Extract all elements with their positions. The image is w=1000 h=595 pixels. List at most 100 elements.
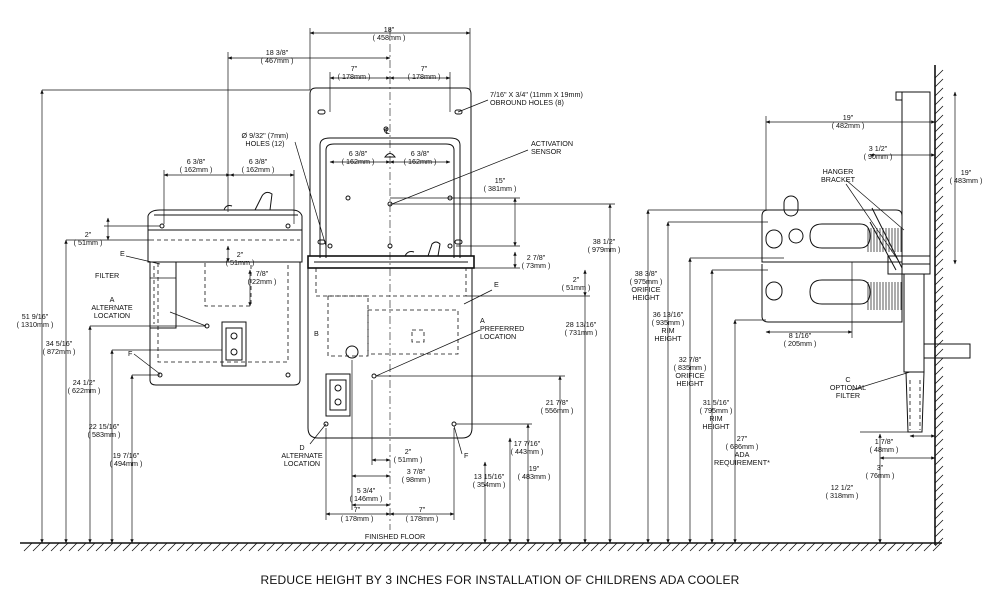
rim-1-c: RIM [661, 326, 674, 335]
activation-label-2: SENSOR [531, 147, 561, 156]
dim-19-l-mm: ( 494mm ) [110, 459, 143, 468]
obround-label-2: OBROUND HOLES (8) [490, 98, 564, 107]
orifice-1-c: ORIFICE [631, 285, 660, 294]
dim-3-12-mm: ( 90mm ) [864, 152, 893, 161]
alt-loc-a-2: ALTERNATE [91, 303, 132, 312]
pref-loc-3: LOCATION [480, 332, 516, 341]
finished-floor: FINISHED FLOOR [20, 532, 942, 552]
alt-loc-d-1: D [299, 443, 304, 452]
dim-7-tl-mm: ( 178mm ) [338, 72, 371, 81]
center-cooler-front: ℄ [307, 28, 475, 530]
right-cooler-side [761, 91, 971, 433]
dim-22: 22 15/16" [89, 422, 120, 431]
dim-1-78-mm: ( 48mm ) [870, 445, 899, 454]
holes-label-2: HOLES (12) [245, 139, 284, 148]
side-wall [934, 65, 944, 547]
rim-1-a: 36 13/16" [653, 310, 684, 319]
dim-21-78: 21 7/8" [546, 398, 569, 407]
dim-18-38-mm: ( 467mm ) [261, 56, 294, 65]
holes-label-1: Ø 9/32" (7mm) [242, 131, 289, 140]
dim-34-mm: ( 872mm ) [43, 347, 76, 356]
dim-19-wall: 19" [961, 168, 972, 177]
dim-19-side-mm: ( 482mm ) [832, 121, 865, 130]
rim-2-b: ( 795mm ) [700, 406, 733, 415]
dim-38-12: 38 1/2" [593, 237, 616, 246]
letter-f-right: F [464, 451, 469, 460]
dim-17-716-mm: ( 443mm ) [511, 447, 544, 456]
dim-22-mm: ( 583mm ) [88, 430, 121, 439]
letter-f-left: F [128, 349, 133, 358]
dim-19-side: 19" [843, 113, 854, 122]
orifice-2-a: 32 7/8" [679, 355, 702, 364]
letter-b: B [314, 329, 319, 338]
dim-7-tr: 7" [421, 64, 428, 73]
dim-18: 18" [384, 25, 395, 34]
rim-2-a: 31 5/16" [703, 398, 730, 407]
dim-2-r: 2" [573, 275, 580, 284]
dim-78: 7/8" [256, 269, 269, 278]
dim-638-a: 6 3/8" [187, 157, 206, 166]
dim-638-a-mm: ( 162mm ) [180, 165, 213, 174]
dim-2-m: 2" [237, 250, 244, 259]
dim-638-d: 6 3/8" [411, 149, 430, 158]
rim-1-d: HEIGHT [654, 334, 682, 343]
dim-3-78-mm: ( 98mm ) [402, 475, 431, 484]
alt-loc-a-1: A [110, 295, 115, 304]
dim-2-l-mm: ( 51mm ) [74, 238, 103, 247]
dim-15-mm: ( 381mm ) [484, 184, 517, 193]
dim-2-b: 2" [405, 447, 412, 456]
ada-c: ADA [735, 450, 750, 459]
dim-12-12-mm: ( 318mm ) [826, 491, 859, 500]
dim-7-tr-mm: ( 178mm ) [408, 72, 441, 81]
dim-3-s-mm: ( 76mm ) [866, 471, 895, 480]
dim-3-s: 3" [877, 463, 884, 472]
dim-28-1316: 28 13/16" [566, 320, 597, 329]
orifice-1-d: HEIGHT [632, 293, 660, 302]
filter-label: FILTER [95, 271, 119, 280]
dim-18-38: 18 3/8" [266, 48, 289, 57]
alt-loc-d-2: ALTERNATE [281, 451, 322, 460]
dim-34: 34 5/16" [46, 339, 73, 348]
dim-19-b-mm: ( 483mm ) [518, 472, 551, 481]
dim-638-b: 6 3/8" [249, 157, 268, 166]
dim-5-34: 5 3/4" [357, 486, 376, 495]
pref-loc-2: PREFERRED [480, 324, 524, 333]
opt-filter-1: C [845, 375, 850, 384]
centerline-symbol: ℄ [383, 127, 390, 136]
opt-filter-3: FILTER [836, 391, 860, 400]
ada-b: ( 686mm ) [726, 442, 759, 451]
activation-label-1: ACTIVATION [531, 139, 573, 148]
dim-19-l: 19 7/16" [113, 451, 140, 460]
rim-1-b: ( 935mm ) [652, 318, 685, 327]
rim-2-d: HEIGHT [702, 422, 730, 431]
dim-278-mm: ( 73mm ) [522, 261, 551, 270]
dim-13-1516-mm: ( 354mm ) [473, 480, 506, 489]
dim-638-b-mm: ( 162mm ) [242, 165, 275, 174]
orifice-2-c: ORIFICE [675, 371, 704, 380]
dim-638-d-mm: ( 162mm ) [404, 157, 437, 166]
dim-638-c: 6 3/8" [349, 149, 368, 158]
ada-a: 27" [737, 434, 748, 443]
hanger-label-2: BRACKET [821, 175, 856, 184]
dim-17-716: 17 7/16" [514, 439, 541, 448]
pref-loc-1: A [480, 316, 485, 325]
dim-38-12-mm: ( 979mm ) [588, 245, 621, 254]
letter-e-left: E [120, 249, 125, 258]
dim-2-b-mm: ( 51mm ) [394, 455, 423, 464]
dim-12-12: 12 1/2" [831, 483, 854, 492]
dim-18-mm: ( 458mm ) [373, 33, 406, 42]
dim-13-1516: 13 15/16" [474, 472, 505, 481]
footer-note: REDUCE HEIGHT BY 3 INCHES FOR INSTALLATI… [260, 573, 739, 587]
alt-loc-d-3: LOCATION [284, 459, 320, 468]
dim-21-78-mm: ( 556mm ) [541, 406, 574, 415]
dim-2-r-mm: ( 51mm ) [562, 283, 591, 292]
dim-2-l: 2" [85, 230, 92, 239]
dim-7-bl: 7" [354, 505, 361, 514]
rim-2-c: RIM [709, 414, 722, 423]
dim-8-116-mm: ( 205mm ) [784, 339, 817, 348]
dim-7-br-mm: ( 178mm ) [406, 514, 439, 523]
dim-2-m-mm: ( 51mm ) [226, 258, 255, 267]
dim-7-bl-mm: ( 178mm ) [341, 514, 374, 523]
dim-278: 2 7/8" [527, 253, 546, 262]
